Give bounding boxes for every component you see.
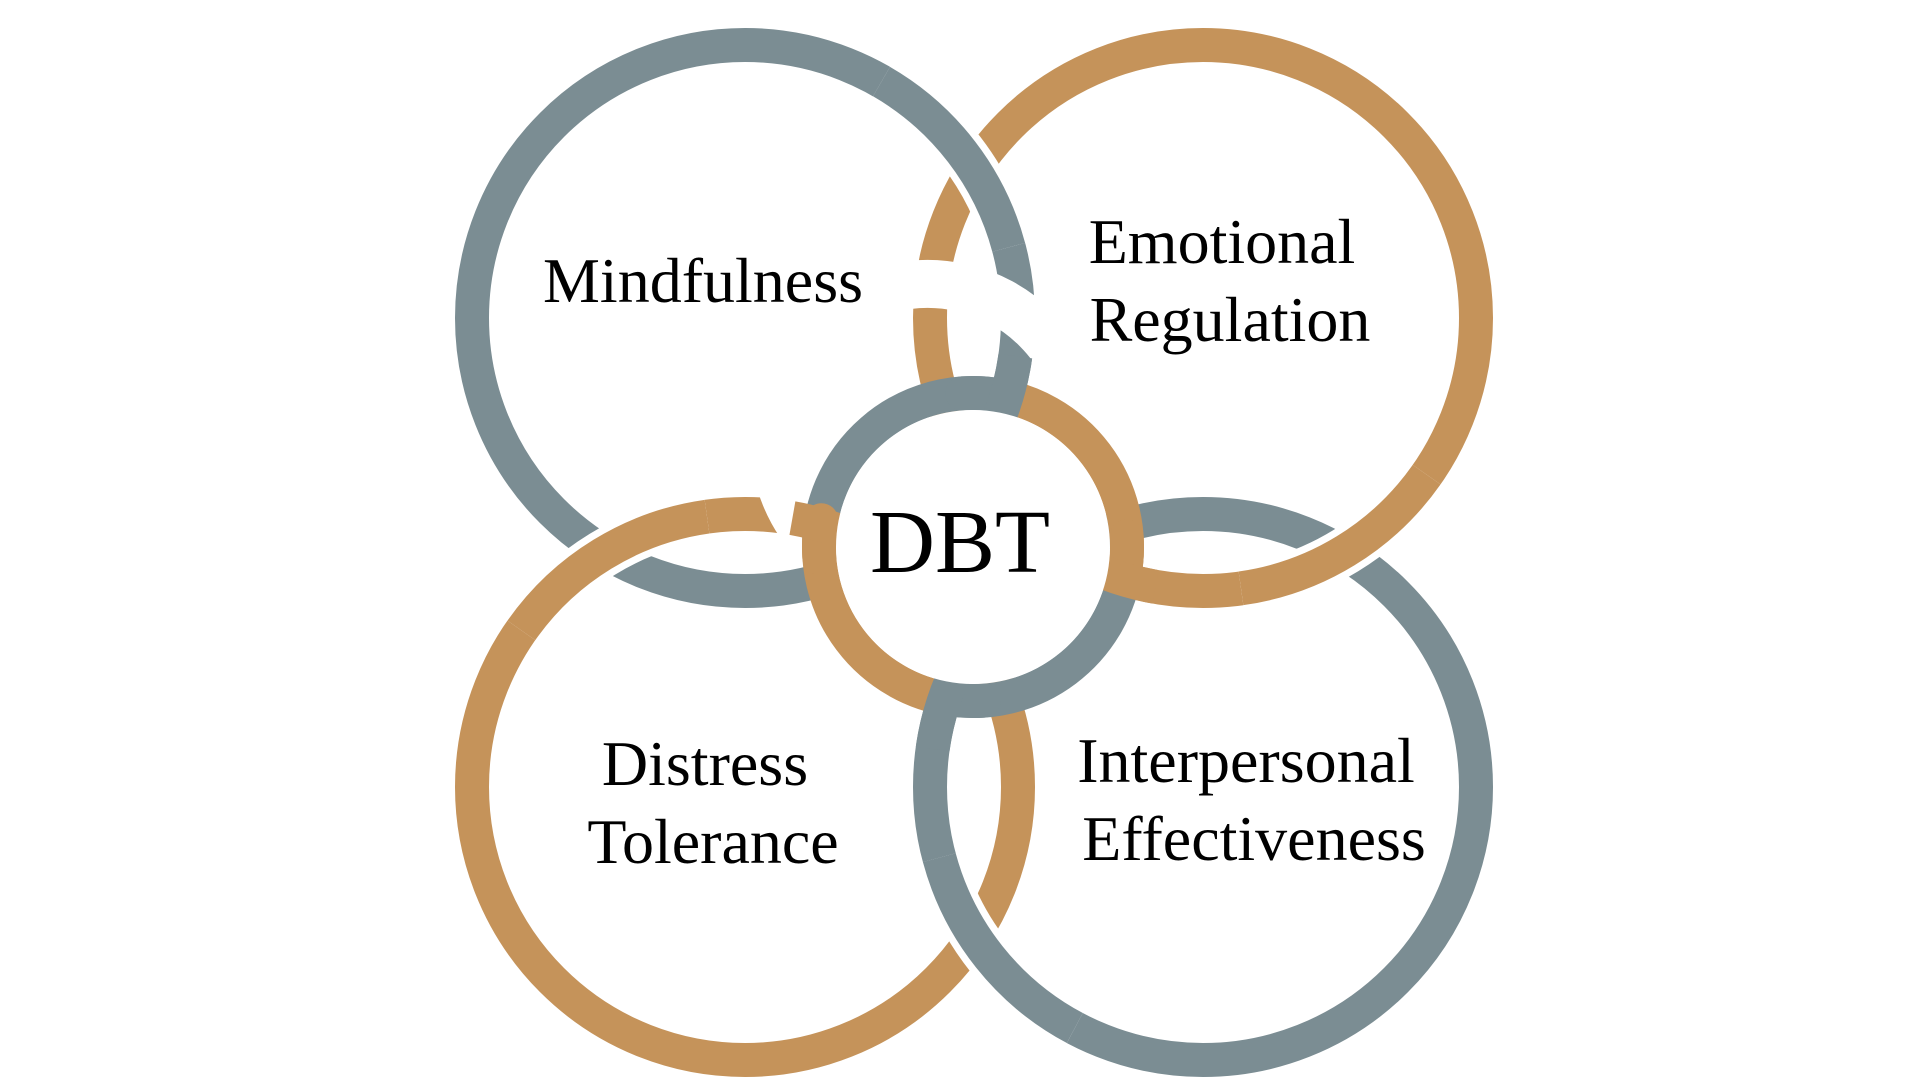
- skill-label-emotional-regulation: Emotional Regulation: [1089, 206, 1372, 355]
- skill-label-distress-tolerance: Distress Tolerance: [587, 728, 838, 877]
- ring-interpersonal-effectiveness: [913, 497, 1493, 1077]
- center-label-dbt: DBT: [870, 493, 1050, 592]
- skill-label-mindfulness: Mindfulness: [543, 245, 863, 316]
- center-disc: [836, 410, 1110, 684]
- ring-emotional-regulation: [913, 28, 1493, 608]
- labels-layer: Mindfulness Emotional Regulation Distres…: [543, 206, 1431, 877]
- ring-mindfulness-over-emotional: [872, 66, 1026, 252]
- ring-interpersonal-over-distress: [922, 853, 1083, 1044]
- ring-emotional-over-interpersonal: [1238, 464, 1441, 606]
- ring-distress-over-mindfulness: [507, 499, 710, 641]
- ring-distress-tolerance: [455, 497, 1035, 1077]
- rings-layer: [455, 28, 1493, 1077]
- skill-label-interpersonal-effectiveness: Interpersonal Effectiveness: [1077, 725, 1431, 874]
